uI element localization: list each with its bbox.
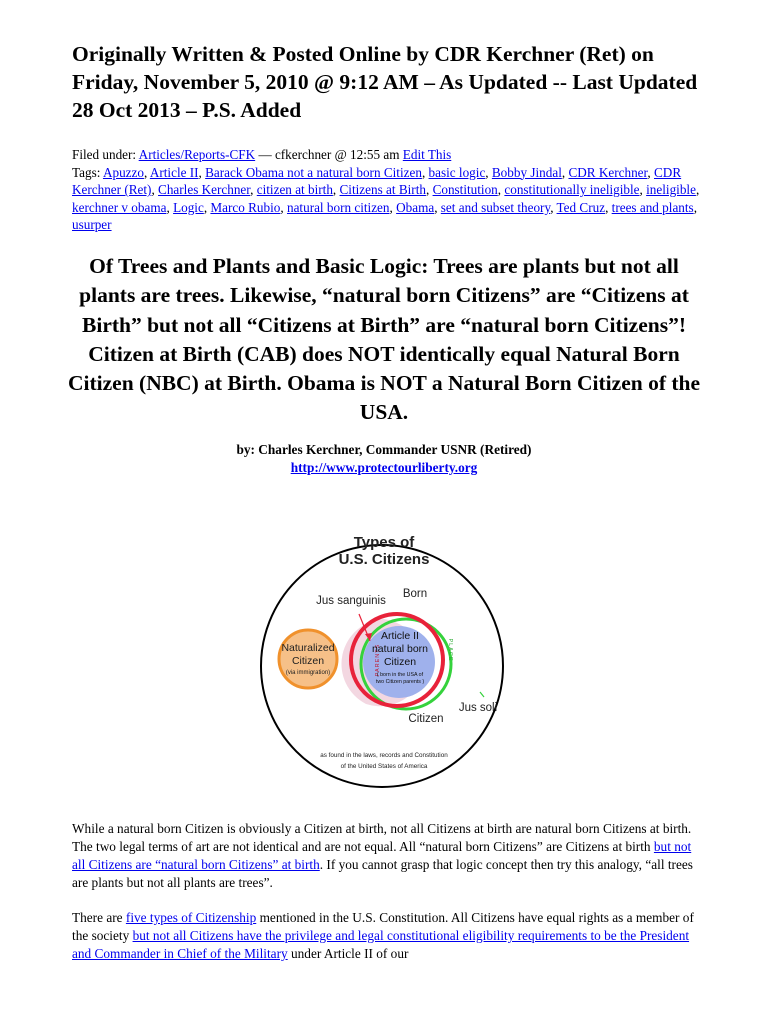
p2-text-c: under Article II of our: [287, 946, 409, 961]
body-paragraph-1: While a natural born Citizen is obviousl…: [72, 820, 702, 892]
tag-link[interactable]: Barack Obama not a natural born Citizen: [205, 164, 422, 180]
tag-link[interactable]: Constitution: [432, 182, 498, 198]
diagram-title-line1: Types of: [354, 534, 416, 551]
tag-link[interactable]: Bobby Jindal: [491, 164, 562, 180]
category-link[interactable]: Articles/Reports-CFK: [138, 147, 256, 162]
article-ii-note1: ( born in the USA of: [377, 672, 424, 678]
jus-soli-ring: [359, 617, 453, 711]
byline: by: Charles Kerchner, Commander USNR (Re…: [72, 441, 696, 476]
tag-link[interactable]: Logic: [173, 199, 204, 215]
jus-sanguinis-label: Jus sanguinis: [316, 595, 386, 607]
tags-line: Tags: Apuzzo, Article II, Barack Obama n…: [72, 164, 702, 234]
jus-sanguinis-arrowhead: [365, 633, 372, 641]
tag-link[interactable]: kerchner v obama: [72, 199, 167, 215]
tag-link[interactable]: Ted Cruz: [556, 199, 606, 215]
article-ii-circle: [363, 626, 435, 698]
article-headline: Of Trees and Plants and Basic Logic: Tre…: [67, 254, 701, 425]
body-paragraph-2: There are five types of Citizenship ment…: [72, 909, 702, 963]
diagram-footer-line2: of the United States of America: [341, 763, 428, 770]
diagram-title-line2: U.S. Citizens: [339, 551, 430, 568]
tag-link[interactable]: Charles Kerchner: [158, 182, 251, 198]
website-link[interactable]: http://www.protectourliberty.org: [290, 459, 478, 475]
tag-link[interactable]: natural born citizen: [286, 199, 390, 215]
parents-label: PARENTS: [375, 644, 381, 677]
article-ii-line1: Article II: [381, 630, 419, 642]
tag-link[interactable]: CDR Kerchner: [568, 164, 648, 180]
tag-list: Apuzzo, Article II, Barack Obama not a n…: [72, 164, 700, 233]
tag-link[interactable]: citizen at birth: [256, 182, 333, 198]
article-ii-line2: natural born: [372, 643, 428, 655]
jus-soli-label: Jus soli: [459, 702, 497, 714]
filed-under-label: Filed under:: [72, 147, 139, 162]
author-line: by: Charles Kerchner, Commander USNR (Re…: [236, 442, 532, 457]
page-title: Originally Written & Posted Online by CD…: [72, 42, 698, 122]
tag-link[interactable]: Obama: [396, 199, 435, 215]
tag-link[interactable]: set and subset theory: [440, 199, 551, 215]
tag-link[interactable]: basic logic: [428, 164, 486, 180]
filed-under-line: Filed under: Articles/Reports-CFK — cfke…: [72, 146, 702, 164]
diagram-footer-line1: as found in the laws, records and Consti…: [320, 752, 448, 759]
naturalized-line1: Naturalized: [281, 642, 334, 654]
p1-text-a: While a natural born Citizen is obviousl…: [72, 821, 692, 854]
jus-soli-pointer: [479, 691, 485, 698]
naturalized-line2: Citizen: [292, 655, 324, 667]
citizen-types-diagram: Types of U.S. Citizens Jus sanguinis Bor…: [260, 534, 504, 788]
p1-text-b: . If you cannot grasp that logic concept…: [72, 857, 693, 890]
p2-text-a: There are: [72, 910, 126, 925]
place-label: PLACE: [447, 638, 453, 661]
naturalized-circle: [277, 628, 339, 690]
edit-this-link[interactable]: Edit This: [402, 147, 452, 162]
p1-link[interactable]: but not all Citizens are “natural born C…: [72, 839, 692, 872]
tag-link[interactable]: Article II: [149, 164, 199, 180]
article-ii-note2: two Citizen parents ): [376, 679, 425, 685]
tag-link[interactable]: usurper: [72, 217, 112, 233]
tag-link[interactable]: Marco Rubio: [210, 199, 281, 215]
tag-link[interactable]: Apuzzo: [102, 164, 144, 180]
jus-sanguinis-ring: [349, 612, 445, 708]
tag-link[interactable]: Citizens at Birth: [339, 182, 426, 198]
tag-link[interactable]: trees and plants: [611, 199, 694, 215]
author-stamp: — cfkerchner @ 12:55 am: [255, 147, 403, 162]
naturalized-note: (via immigration): [286, 670, 330, 676]
citizen-label: Citizen: [408, 713, 443, 725]
p2-link-five-types[interactable]: five types of Citizenship: [125, 910, 257, 925]
tag-link[interactable]: CDR Kerchner (Ret): [72, 164, 682, 198]
post-meta: Filed under: Articles/Reports-CFK — cfke…: [72, 146, 702, 234]
p2-link-eligibility[interactable]: but not all Citizens have the privilege …: [72, 928, 690, 961]
p2-text-b: mentioned in the U.S. Constitution. All …: [72, 910, 694, 943]
tags-label: Tags:: [72, 164, 103, 180]
article-ii-line3: Citizen: [384, 656, 416, 668]
tag-link[interactable]: ineligible: [646, 182, 696, 198]
tag-link[interactable]: constitutionally ineligible: [504, 182, 640, 198]
born-label: Born: [403, 588, 427, 600]
